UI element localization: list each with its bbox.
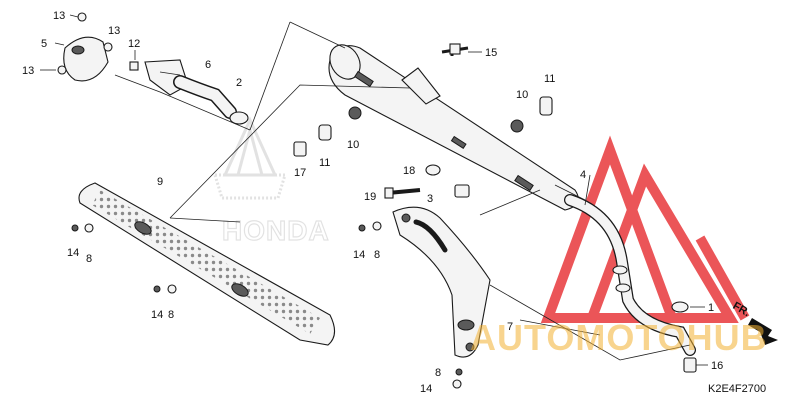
callout-11-b: 11: [319, 157, 330, 169]
callout-13-a: 13: [53, 10, 65, 22]
watermark-brand: AUTOMOTOHUB: [470, 317, 768, 358]
fasteners: [57, 12, 697, 389]
callout-16: 16: [711, 360, 723, 372]
callout-7: 7: [507, 321, 513, 333]
callout-14-c: 14: [353, 249, 365, 261]
exhaust-pipe: [564, 194, 696, 356]
muffler: [328, 44, 586, 211]
callout-8-d: 8: [435, 367, 441, 379]
callout-5: 5: [41, 38, 47, 50]
callout-4: 4: [580, 169, 586, 181]
diagram-code: K2E4F2700: [708, 383, 766, 395]
background-honda-logo: HONDA: [212, 116, 330, 247]
callout-14-d: 14: [420, 383, 432, 395]
callout-17: 17: [294, 167, 306, 179]
exhaust-joint: [144, 59, 237, 119]
callout-8-b: 8: [168, 309, 174, 321]
callout-11-a: 11: [544, 73, 555, 85]
callout-10-b: 10: [347, 139, 359, 151]
callout-14-b: 14: [151, 309, 163, 321]
callout-9: 9: [157, 176, 163, 188]
callout-12: 12: [128, 38, 140, 50]
callout-19: 19: [364, 191, 376, 203]
callout-15: 15: [485, 47, 497, 59]
honda-logo-text: HONDA: [222, 215, 330, 246]
callout-labels: 1 2 3 4 5 6 7 8 8 8 8 9 10 10 11 11 12 1…: [22, 10, 723, 395]
callout-3: 3: [427, 193, 433, 205]
watermark-triangle-icon: [540, 135, 750, 323]
callout-8-c: 8: [374, 249, 380, 261]
callout-6: 6: [205, 59, 211, 71]
callout-10-a: 10: [516, 89, 528, 101]
watermark-brand-text: AUTOMOTOHUB: [470, 317, 768, 358]
callout-8-a: 8: [86, 253, 92, 265]
callout-1: 1: [708, 302, 714, 314]
callout-2: 2: [236, 77, 242, 89]
callout-13-b: 13: [108, 25, 120, 37]
leader-lines: [40, 14, 708, 366]
callout-14-a: 14: [67, 247, 79, 259]
exhaust-pipe-cover: [63, 36, 109, 82]
heat-shield: [78, 182, 336, 346]
callout-13-c: 13: [22, 65, 34, 77]
callout-18: 18: [403, 165, 415, 177]
muffler-bracket: [392, 206, 491, 358]
exhaust-gasket: [229, 111, 249, 125]
